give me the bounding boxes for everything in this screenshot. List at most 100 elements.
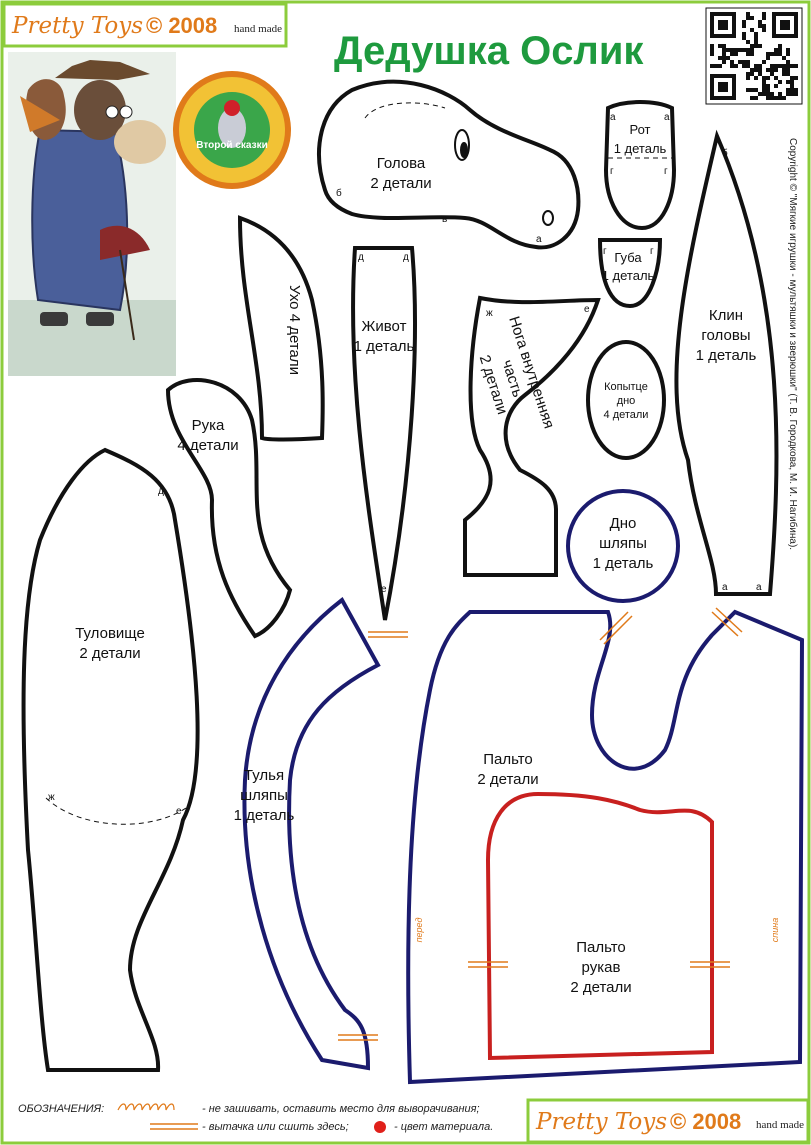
qr-module [746,88,750,92]
qr-module [722,48,726,52]
qr-module [738,48,742,52]
head-name: Голова [377,155,426,172]
qr-module [750,96,754,100]
match-marks: б в а а а г г г г б а а д д е ж е д ж е [48,112,762,817]
qr-module [714,64,718,68]
lip-count: 1 деталь [602,268,655,283]
qr-module [786,72,790,76]
qr-module [734,64,738,68]
head-eye-icon [454,129,554,226]
qr-module [794,92,798,96]
qr-module [750,16,754,20]
header-brand: Pretty Toys [11,13,143,39]
qr-module [726,48,730,52]
crown-count: 1 деталь [234,807,295,824]
qr-module [778,44,782,48]
piece-lip [597,238,663,309]
qr-module [754,88,758,92]
qr-module [718,56,722,60]
qr-module [766,92,770,96]
gusset-count: 1 деталь [696,347,757,364]
fabric-color-dot [374,1121,386,1133]
qr-module [730,64,734,68]
header-tagline: hand made [234,23,282,35]
qr-module [766,52,770,56]
qr-module [742,36,746,40]
qr-module [774,48,778,52]
qr-module [750,52,754,56]
svg-text:а: а [610,112,616,123]
qr-module [770,52,774,56]
qr-module [758,68,762,72]
qr-module [770,68,774,72]
qr-module [710,44,714,48]
qr-module [722,52,726,56]
qr-module [758,44,762,48]
qr-module [726,56,730,60]
qr-module [766,68,770,72]
piece-leg-inner [463,295,601,577]
crown-name: Тулья [244,767,284,784]
qr-module [758,92,762,96]
piece-arm [165,378,293,639]
qr-module [762,92,766,96]
qr-module [730,60,734,64]
arm-name: Рука [192,417,225,434]
qr-module [778,96,782,100]
qr-module [762,28,766,32]
piece-body [21,447,200,1072]
qr-module [786,92,790,96]
belly-count: 1 деталь [354,338,415,355]
hat-bottom-name2: шляпы [599,535,647,552]
gusset-name2: головы [701,327,750,344]
head-count: 2 детали [370,175,431,192]
qr-module [790,76,794,80]
qr-module [782,72,786,76]
legend-fabric: - цвет материала. [394,1121,493,1133]
qr-module [754,36,758,40]
qr-module [742,32,746,36]
qr-module [782,56,786,60]
svg-text:д: д [403,252,409,263]
qr-module [782,64,786,68]
qr-module [794,88,798,92]
qr-module [738,60,742,64]
body-count: 2 детали [79,645,140,662]
qr-module [750,88,754,92]
hat-bottom-name: Дно [610,515,637,532]
qr-module [718,64,722,68]
copyright-vertical: Copyright © "Мягкие игрушки - мультяшки … [787,138,799,550]
qr-module [778,48,782,52]
qr-module [786,88,790,92]
qr-module [778,80,782,84]
qr-module [750,28,754,32]
qr-module [758,24,762,28]
qr-module [754,68,758,72]
qr-module [790,84,794,88]
lip-name: Губа [614,250,642,265]
qr-module [766,56,770,60]
footer-tagline: hand made [756,1119,804,1131]
tick-marks [338,607,743,1041]
svg-text:ж: ж [486,308,493,319]
qr-module [722,56,726,60]
hoof-count: 4 детали [604,409,649,421]
qr-module [766,76,770,80]
qr-module [774,68,778,72]
legend-title: ОБОЗНАЧЕНИЯ: [18,1103,104,1115]
qr-module [790,88,794,92]
qr-module [770,64,774,68]
qr-module [786,68,790,72]
piece-belly [351,246,417,621]
svg-text:б: б [722,147,728,159]
arm-count: 4 детали [177,437,238,454]
qr-module [746,64,750,68]
qr-module [762,12,766,16]
badge-emblem: Второй сказки [173,71,291,189]
page-title: Дедушка Ослик [334,29,644,73]
svg-text:а: а [756,582,762,593]
qr-module [766,84,770,88]
qr-module [754,32,758,36]
qr-module [746,60,750,64]
svg-text:г: г [664,166,668,177]
